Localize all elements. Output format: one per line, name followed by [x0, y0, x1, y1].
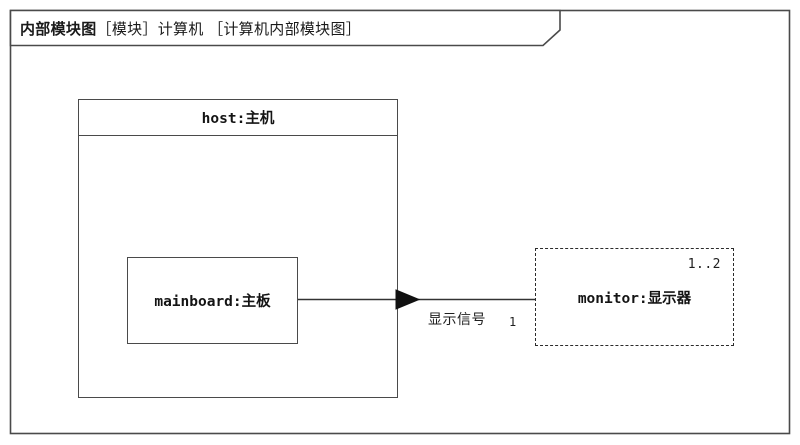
page-title: 内部模块图［模块］计算机 ［计算机内部模块图］	[20, 19, 361, 41]
diagram-kind-label: 内部模块图	[20, 21, 97, 38]
block-monitor-multiplicity: 1..2	[687, 257, 721, 272]
block-monitor-label: monitor:显示器	[577, 290, 692, 307]
diagram-name-label: ［模块］计算机 ［计算机内部模块图］	[96, 21, 362, 38]
connector-target-multiplicity: 1	[509, 315, 517, 329]
connector-label: 显示信号	[428, 311, 486, 327]
block-host-label: host:主机	[201, 111, 275, 127]
connector-arrowhead-icon	[395, 289, 421, 310]
block-mainboard-label: mainboard:主板	[154, 294, 271, 310]
block-host-header: host:主机	[79, 100, 397, 136]
block-mainboard[interactable]: mainboard:主板	[127, 257, 298, 344]
block-host[interactable]: host:主机	[78, 99, 398, 398]
block-monitor[interactable]: 1..2 monitor:显示器	[535, 248, 734, 346]
